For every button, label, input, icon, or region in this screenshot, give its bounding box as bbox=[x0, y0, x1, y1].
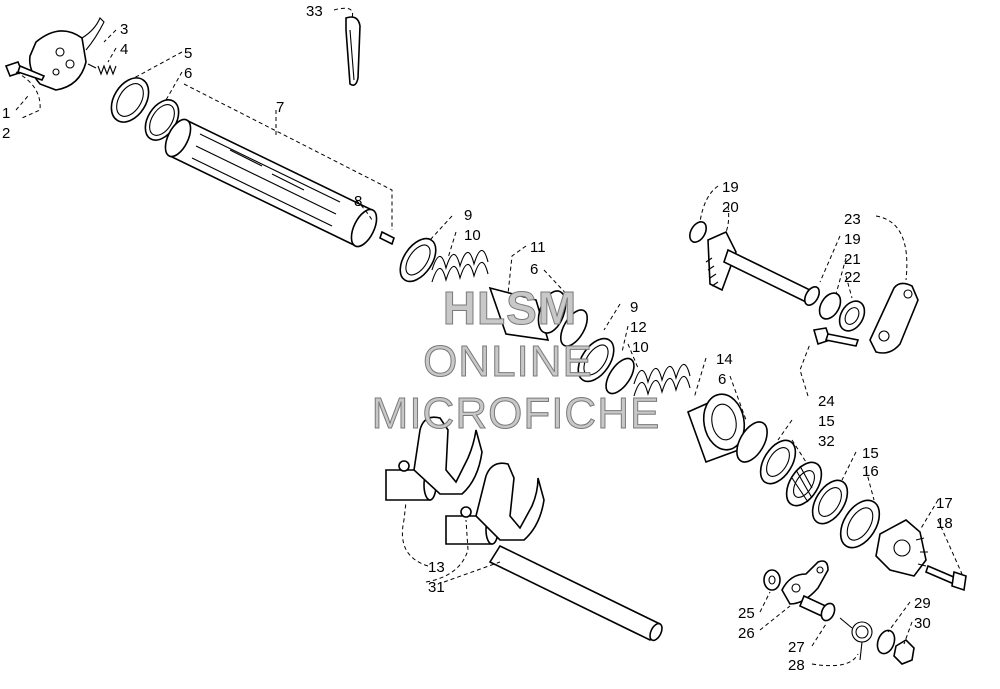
pin-27 bbox=[798, 594, 836, 622]
callout-30: 30 bbox=[914, 615, 931, 632]
fork-shaft-31 bbox=[488, 544, 663, 642]
callout-2: 2 bbox=[2, 125, 10, 142]
callout-10-lower: 10 bbox=[632, 339, 649, 356]
callout-20: 20 bbox=[722, 199, 739, 216]
shift-arm-23 bbox=[869, 282, 919, 354]
spring-28 bbox=[839, 617, 873, 661]
callout-6-low: 6 bbox=[718, 371, 726, 388]
callout-6-top: 6 bbox=[184, 65, 192, 82]
callout-7: 7 bbox=[276, 99, 284, 116]
callout-26: 26 bbox=[738, 625, 755, 642]
callout-19-a: 19 bbox=[722, 179, 739, 196]
bolt-1 bbox=[4, 61, 46, 81]
washer-9-lower bbox=[577, 337, 615, 383]
watermark-line-1: HLSM bbox=[443, 282, 577, 334]
washer-25 bbox=[763, 569, 781, 591]
spring-10-lower bbox=[633, 363, 691, 397]
callout-12: 12 bbox=[630, 319, 647, 336]
callout-19-b: 19 bbox=[844, 231, 861, 248]
callout-4: 4 bbox=[120, 41, 128, 58]
callout-22: 22 bbox=[844, 269, 861, 286]
callout-14: 14 bbox=[716, 351, 733, 368]
snap-ring-6-mid bbox=[559, 309, 589, 347]
washer-15-a bbox=[759, 439, 797, 485]
washer-16 bbox=[839, 499, 881, 549]
callout-24: 24 bbox=[818, 393, 835, 410]
watermark-line-3: MICROFICHE bbox=[372, 389, 661, 438]
gear-17 bbox=[875, 519, 928, 577]
nut-30 bbox=[893, 638, 915, 665]
leader-lines bbox=[15, 7, 963, 667]
shift-shaft-20 bbox=[705, 230, 811, 304]
washer-21 bbox=[818, 292, 842, 320]
snap-ring-19-a bbox=[689, 221, 707, 243]
callout-31: 31 bbox=[428, 579, 445, 596]
callout-15-a: 15 bbox=[818, 413, 835, 430]
callout-25: 25 bbox=[738, 605, 755, 622]
seal-22 bbox=[838, 300, 866, 332]
callout-5: 5 bbox=[184, 45, 192, 62]
callout-17: 17 bbox=[936, 495, 953, 512]
watermark-line-2: ONLINE bbox=[423, 337, 593, 386]
snap-ring-19-b bbox=[803, 286, 821, 306]
washer-9-upper bbox=[399, 237, 437, 283]
callout-8: 8 bbox=[354, 193, 362, 210]
callout-11: 11 bbox=[530, 239, 546, 256]
bolt-18 bbox=[925, 564, 967, 592]
spring-10-upper bbox=[431, 249, 489, 283]
shift-drum-7 bbox=[164, 118, 378, 248]
callout-labels: 1 2 3 4 5 6 7 8 33 9 10 11 6 9 12 10 14 … bbox=[2, 3, 953, 674]
callout-29: 29 bbox=[914, 595, 931, 612]
callout-28: 28 bbox=[788, 657, 805, 674]
callout-10-upper: 10 bbox=[464, 227, 481, 244]
callout-3: 3 bbox=[120, 21, 128, 38]
callout-9-lower: 9 bbox=[630, 299, 638, 316]
callout-33: 33 bbox=[306, 3, 323, 20]
callout-27: 27 bbox=[788, 639, 805, 656]
callout-1: 1 bbox=[2, 105, 10, 122]
callout-18: 18 bbox=[936, 515, 953, 532]
shift-fork-13-b bbox=[445, 462, 545, 545]
callout-32: 32 bbox=[818, 433, 835, 450]
callout-6-mid: 6 bbox=[530, 261, 538, 278]
washer-29 bbox=[876, 629, 896, 655]
callout-23: 23 bbox=[844, 211, 861, 228]
snap-ring-6-low bbox=[736, 421, 768, 463]
detent-spring-4 bbox=[87, 63, 117, 76]
snap-ring-12 bbox=[605, 357, 635, 395]
callout-15-b: 15 bbox=[862, 445, 879, 462]
shift-fork-13-a bbox=[385, 416, 483, 501]
callout-13: 13 bbox=[428, 559, 445, 576]
collar-14 bbox=[686, 393, 746, 464]
callout-9-upper: 9 bbox=[464, 207, 472, 224]
callout-21: 21 bbox=[844, 251, 861, 268]
pin-8 bbox=[379, 230, 395, 246]
callout-16: 16 bbox=[862, 463, 879, 480]
spring-clip-33 bbox=[345, 16, 361, 86]
watermark: HLSM ONLINE MICROFICHE bbox=[371, 282, 661, 439]
washer-5 bbox=[110, 77, 150, 123]
bolt-24 bbox=[812, 327, 860, 347]
washer-15-b bbox=[811, 479, 849, 525]
cam-11 bbox=[488, 286, 567, 341]
thrust-bearing-32 bbox=[785, 461, 823, 507]
